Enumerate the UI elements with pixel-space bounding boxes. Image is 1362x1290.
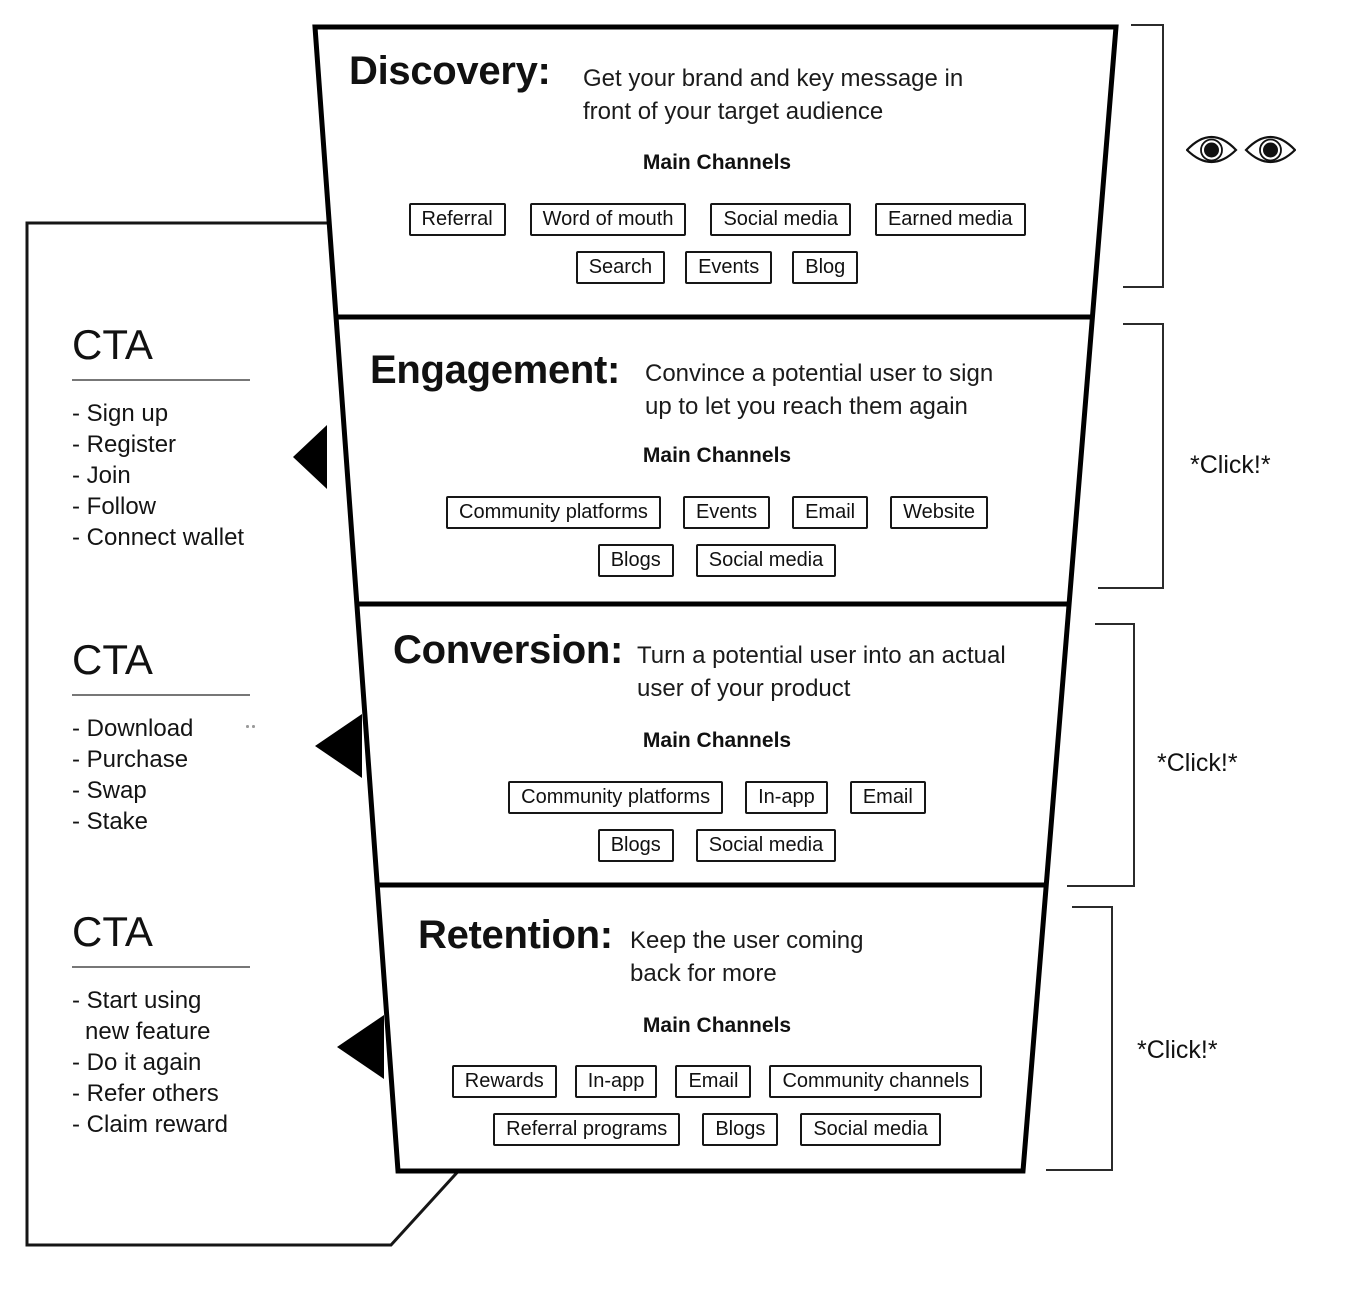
channels-label-retention: Main Channels xyxy=(642,1014,792,1037)
cta-block-engagement: CTA - Sign up - Register - Join - Follow - C… xyxy=(72,323,342,553)
channel-row: Search Events Blog xyxy=(72,251,1362,284)
channel-row: Community platforms Events Email Website xyxy=(72,496,1362,529)
cta-arrow-conversion-icon xyxy=(315,714,362,778)
channel-row: Rewards In-app Email Community channels xyxy=(72,1065,1362,1098)
cta-list: - Sign up - Register - Join - Follow - Conne… xyxy=(72,398,342,553)
bracket-discovery xyxy=(1123,24,1164,288)
channel-chip-community-platforms: Community platforms xyxy=(508,781,724,814)
click-annotation-retention: *Click!* xyxy=(1137,1036,1218,1064)
bracket-retention xyxy=(1046,906,1113,1171)
cta-item: - Register xyxy=(72,431,177,458)
cta-item: - Follow xyxy=(72,493,157,520)
channel-chip-rewards: Rewards xyxy=(451,1065,557,1098)
loop-arrow-line xyxy=(25,221,496,1247)
cta-heading: CTA xyxy=(72,908,153,955)
cta-item: - Connect wallet xyxy=(72,524,245,551)
cta-heading: CTA xyxy=(72,321,153,368)
cta-item: - Sign up xyxy=(72,400,169,427)
channel-chip-earned-media: Earned media xyxy=(874,203,1026,236)
click-annotation-engagement: *Click!* xyxy=(1190,451,1271,479)
cta-item: - Join xyxy=(72,462,131,489)
funnel-outline xyxy=(312,24,1119,1174)
cta-item: - Do it again xyxy=(72,1049,202,1076)
channel-chip-blog: Blog xyxy=(792,251,859,284)
cta-item: - Swap xyxy=(72,777,147,804)
channel-chip-email: Email xyxy=(675,1065,752,1098)
bracket-conversion xyxy=(1067,623,1135,887)
eye-icon xyxy=(1244,135,1297,164)
stage-title-retention: Retention: xyxy=(418,913,613,957)
cta-heading: CTA xyxy=(72,636,153,683)
channel-chip-email: Email xyxy=(792,496,869,529)
channel-row: Referral Word of mouth Social media Earned … xyxy=(72,203,1362,236)
stage-title-conversion: Conversion: xyxy=(393,628,624,672)
cta-arrow-retention-icon xyxy=(337,1015,384,1079)
channels-label-conversion: Main Channels xyxy=(642,729,792,752)
channel-chip-blogs: Blogs xyxy=(702,1113,779,1146)
channel-chip-social-media: Social media xyxy=(695,544,837,577)
channel-chip-events: Events xyxy=(685,251,773,284)
channels-label-engagement: Main Channels xyxy=(642,444,792,467)
channel-chip-referral: Referral xyxy=(408,203,506,236)
channel-chip-social-media: Social media xyxy=(800,1113,941,1146)
bracket-engagement xyxy=(1098,323,1164,589)
cta-underline xyxy=(72,379,250,381)
channel-chip-in-app: In-app xyxy=(574,1065,658,1098)
channel-chip-community-platforms: Community platforms xyxy=(446,496,661,529)
stage-title-discovery: Discovery: xyxy=(349,49,551,93)
cta-underline xyxy=(72,694,250,696)
stage-title-engagement: Engagement: xyxy=(370,348,621,392)
channel-chip-social-media: Social media xyxy=(695,829,837,862)
cta-item: - Claim reward xyxy=(72,1111,229,1138)
channel-chip-website: Website xyxy=(890,496,988,529)
cta-underline xyxy=(72,966,250,968)
channel-chip-in-app: In-app xyxy=(745,781,828,814)
click-annotation-conversion: *Click!* xyxy=(1157,749,1238,777)
cta-list: - Download - Purchase - Swap - Stake xyxy=(72,713,342,837)
cta-item: - Stake xyxy=(72,808,149,835)
channel-row: Referral programs Blogs Social media xyxy=(72,1113,1362,1146)
cta-item: - Refer others xyxy=(72,1080,219,1107)
stray-mark xyxy=(246,725,256,728)
channels-label-discovery: Main Channels xyxy=(642,151,792,174)
channel-chip-email: Email xyxy=(849,781,926,814)
eye-icon xyxy=(1185,135,1238,164)
channel-chip-search: Search xyxy=(575,251,666,284)
channel-row: Blogs Social media xyxy=(72,829,1362,862)
cta-item: - Download xyxy=(72,715,194,742)
channel-chip-social-media: Social media xyxy=(710,203,851,236)
channel-row: Community platforms In-app Email xyxy=(72,781,1362,814)
channel-chip-referral-programs: Referral programs xyxy=(493,1113,681,1146)
channel-chip-community-channels: Community channels xyxy=(769,1065,983,1098)
eyes-icon xyxy=(1185,134,1297,168)
channel-chip-events: Events xyxy=(682,496,771,529)
cta-arrow-engagement-icon xyxy=(293,425,327,489)
channel-chip-word-of-mouth: Word of mouth xyxy=(529,203,687,236)
channel-chip-blogs: Blogs xyxy=(597,829,674,862)
channel-row: Blogs Social media xyxy=(72,544,1362,577)
cta-item: - Purchase xyxy=(72,746,189,773)
channel-chip-blogs: Blogs xyxy=(597,544,674,577)
cta-block-conversion: CTA - Download - Purchase - Swap - Stake xyxy=(72,638,342,837)
